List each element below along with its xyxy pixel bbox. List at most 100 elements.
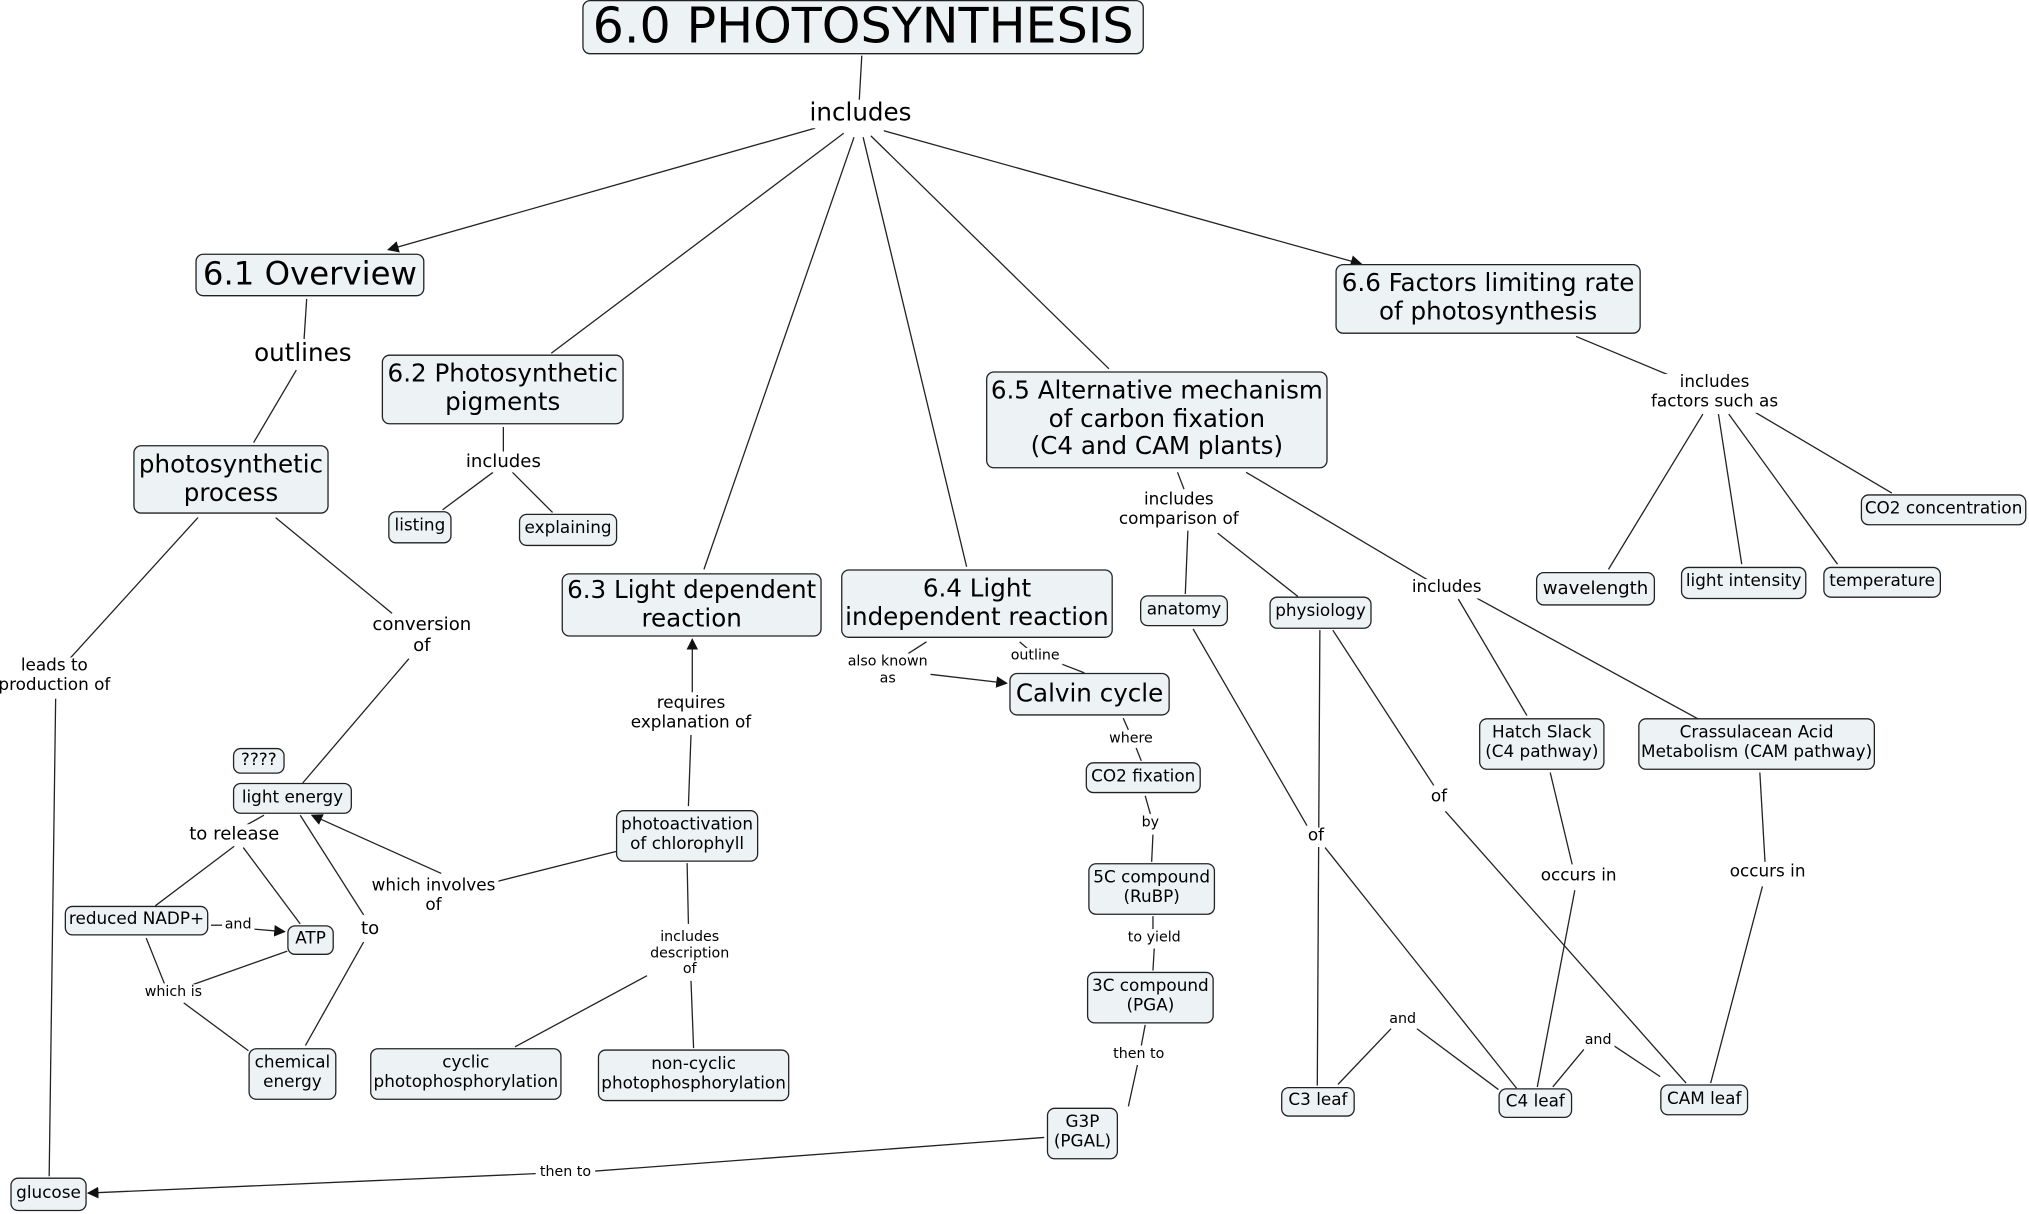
- link-line: [1444, 810, 1687, 1084]
- link-line: [188, 950, 288, 987]
- linking-phrase-leads-to: leads to production of: [0, 656, 113, 697]
- link-line: [299, 814, 365, 916]
- link-line: [1536, 890, 1576, 1088]
- concept-calvin[interactable]: Calvin cycle: [1009, 672, 1170, 716]
- concept-light-indep[interactable]: 6.4 Light independent reaction: [841, 569, 1113, 638]
- link-line: [870, 135, 1110, 370]
- linking-phrase-and2: and: [1386, 1011, 1419, 1028]
- link-arrow: [310, 814, 442, 875]
- concept-overview[interactable]: 6.1 Overview: [195, 253, 425, 297]
- link-line: [703, 136, 855, 570]
- link-line: [1728, 413, 1839, 565]
- concept-explaining[interactable]: explaining: [518, 513, 618, 547]
- concept-hatch[interactable]: Hatch Slack (C4 pathway): [1479, 718, 1605, 770]
- link-arrow: [929, 673, 1008, 688]
- link-line: [1575, 335, 1670, 376]
- linking-phrase-which-is: which is: [142, 983, 205, 1001]
- link-line: [304, 941, 365, 1046]
- concept-pigments[interactable]: 6.2 Photosynthetic pigments: [381, 354, 624, 425]
- linking-phrase-includes-alt: includes: [1409, 578, 1485, 599]
- concept-co2-conc[interactable]: CO2 concentration: [1860, 494, 2027, 526]
- linking-phrase-requires: requires explanation of: [628, 694, 754, 734]
- linking-phrase-of2: of: [1428, 788, 1450, 809]
- concept-chem-energy[interactable]: chemical energy: [248, 1048, 337, 1100]
- link-line: [690, 980, 695, 1049]
- concept-title[interactable]: 6.0 PHOTOSYNTHESIS: [582, 0, 1144, 54]
- link-line: [1152, 948, 1155, 971]
- linking-phrase-to: to: [358, 918, 382, 940]
- concept-c3[interactable]: 3C compound (PGA): [1086, 971, 1214, 1024]
- link-arrow: [883, 130, 1363, 267]
- concept-glucose[interactable]: glucose: [10, 1177, 87, 1212]
- linking-phrase-occurs1: occurs in: [1538, 866, 1620, 887]
- link-arrow: [86, 1173, 536, 1199]
- concept-light-energy[interactable]: light energy: [232, 782, 352, 814]
- concept-temperature[interactable]: temperature: [1823, 566, 1941, 598]
- concept-noncyclic[interactable]: non-cyclic photophosphorylation: [597, 1049, 790, 1102]
- link-line: [1176, 472, 1185, 490]
- linking-phrase-outline: outline: [1008, 647, 1063, 665]
- concept-c4-leaf[interactable]: C4 leaf: [1498, 1088, 1573, 1119]
- concept-co2-fix[interactable]: CO2 fixation: [1085, 762, 1201, 794]
- linking-phrase-by: by: [1139, 814, 1162, 832]
- link-line: [1710, 886, 1764, 1084]
- link-line: [1127, 1064, 1139, 1107]
- linking-phrase-then-to2: then to: [537, 1163, 594, 1181]
- linking-phrase-then-to1: then to: [1110, 1046, 1167, 1063]
- concept-unknown[interactable]: ????: [232, 747, 285, 774]
- concept-process[interactable]: photosynthetic process: [133, 445, 329, 514]
- linking-phrase-and3: and: [1582, 1031, 1615, 1049]
- link-line: [1135, 747, 1142, 762]
- link-line: [687, 734, 692, 807]
- link-line: [492, 850, 617, 884]
- link-arrow: [387, 127, 816, 253]
- link-line: [1192, 628, 1308, 826]
- link-line: [1473, 595, 1700, 721]
- linking-phrase-to-yield: to yield: [1125, 929, 1184, 947]
- link-line: [1140, 1024, 1146, 1046]
- linking-phrase-where: where: [1106, 730, 1156, 748]
- link-line: [1749, 408, 1893, 494]
- concept-nadp[interactable]: reduced NADP+: [64, 905, 209, 936]
- concept-light-intensity[interactable]: light intensity: [1680, 566, 1807, 600]
- link-line: [1607, 413, 1704, 570]
- concept-photoact[interactable]: photoactivation of chlorophyll: [615, 810, 759, 862]
- linking-phrase-which-involves: which involves of: [369, 876, 498, 917]
- linking-phrase-outlines: outlines: [251, 339, 355, 369]
- concept-physiology[interactable]: physiology: [1269, 596, 1372, 629]
- linking-phrase-includes-pig: includes: [463, 451, 544, 473]
- concept-listing[interactable]: listing: [388, 511, 452, 544]
- link-line: [442, 471, 494, 511]
- concept-anatomy[interactable]: anatomy: [1140, 595, 1229, 627]
- concept-wavelength[interactable]: wavelength: [1535, 571, 1656, 606]
- link-line: [68, 517, 199, 661]
- link-line: [1332, 629, 1435, 786]
- link-line: [154, 845, 235, 907]
- link-line: [302, 658, 410, 784]
- concept-light-dep[interactable]: 6.3 Light dependent reaction: [561, 573, 822, 637]
- link-line: [1245, 471, 1428, 581]
- link-line: [511, 471, 553, 513]
- link-line: [1217, 532, 1299, 598]
- concept-g3p[interactable]: G3P (PGAL): [1046, 1107, 1119, 1160]
- concept-cam-path[interactable]: Crassulacean Acid Metabolism (CAM pathwa…: [1638, 718, 1876, 770]
- link-line: [858, 55, 863, 101]
- concept-factors[interactable]: 6.6 Factors limiting rate of photosynthe…: [1335, 263, 1641, 334]
- link-line: [1337, 1028, 1392, 1085]
- link-line: [183, 1002, 249, 1052]
- link-line: [1122, 717, 1129, 731]
- concept-alt-mech[interactable]: 6.5 Alternative mechanism of carbon fixa…: [986, 371, 1328, 469]
- concept-c5[interactable]: 5C compound (RuBP): [1088, 863, 1216, 915]
- concept-c3-leaf[interactable]: C3 leaf: [1281, 1086, 1355, 1117]
- link-line: [145, 937, 165, 984]
- link-line: [862, 137, 968, 567]
- concept-cam-leaf[interactable]: CAM leaf: [1660, 1084, 1749, 1116]
- link-line: [1759, 772, 1766, 862]
- concept-atp[interactable]: ATP: [287, 925, 334, 955]
- linking-phrase-includes-factors: includes factors such as: [1648, 373, 1781, 413]
- link-line: [908, 641, 927, 655]
- link-line: [275, 517, 393, 614]
- concept-cyclic[interactable]: cyclic photophosphorylation: [370, 1048, 562, 1100]
